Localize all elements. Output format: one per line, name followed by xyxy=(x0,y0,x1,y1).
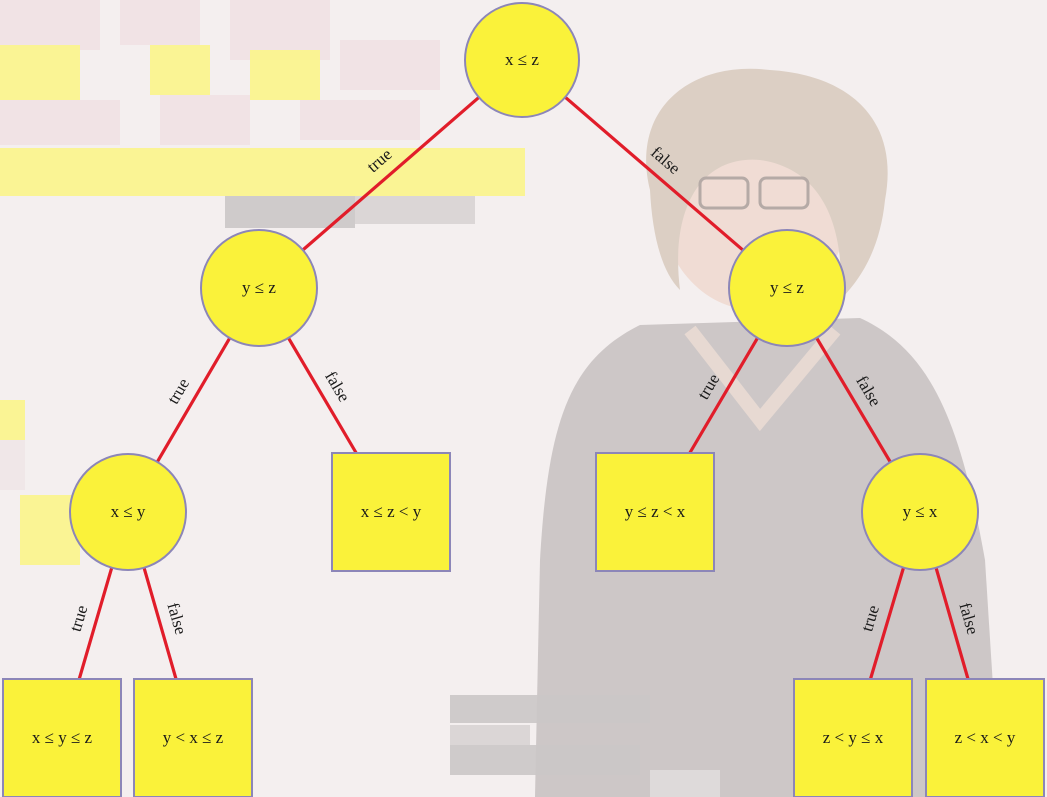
pixel-block-13 xyxy=(0,400,25,440)
node-label: y ≤ z < x xyxy=(625,502,686,521)
node-label: x ≤ z < y xyxy=(361,502,422,521)
pixel-block-18 xyxy=(450,745,640,775)
leaf-node-box xyxy=(793,678,913,797)
edge-n7-n10 xyxy=(868,567,906,680)
pixel-block-19 xyxy=(650,770,720,797)
edge-n1-n2 xyxy=(301,96,480,252)
decision-node-circle xyxy=(69,453,187,571)
decision-node-circle xyxy=(464,2,580,118)
edge-n4-n8 xyxy=(77,567,114,680)
leaf-node-n5: x ≤ z < y xyxy=(331,452,451,572)
pixel-block-12 xyxy=(355,196,475,224)
presenter-hair xyxy=(646,68,888,301)
node-label: x ≤ y xyxy=(111,502,146,521)
leaf-node-n8: x ≤ y ≤ z xyxy=(2,678,122,797)
pixel-block-16 xyxy=(450,695,650,723)
decision-node-circle xyxy=(200,229,318,347)
pixel-block-17 xyxy=(450,725,530,745)
pixel-block-7 xyxy=(0,100,120,145)
leaf-node-box xyxy=(2,678,122,797)
decision-node-n1: x ≤ z xyxy=(464,2,580,118)
leaf-node-n6: y ≤ z < x xyxy=(595,452,715,572)
leaf-node-n10: z < y ≤ x xyxy=(793,678,913,797)
node-label: y < x ≤ z xyxy=(163,728,224,747)
node-label: y ≤ x xyxy=(903,502,938,521)
leaf-node-box xyxy=(925,678,1045,797)
edge-n3-n7 xyxy=(815,337,892,463)
leaf-node-n9: y < x ≤ z xyxy=(133,678,253,797)
leaf-node-box xyxy=(331,452,451,572)
pixel-block-1 xyxy=(120,0,200,45)
decision-node-circle xyxy=(861,453,979,571)
presenter-neck xyxy=(684,325,841,432)
edge-n4-n9 xyxy=(142,567,178,680)
node-label: z < y ≤ x xyxy=(823,728,884,747)
pixel-block-3 xyxy=(0,45,80,100)
edge-n3-n6 xyxy=(688,337,759,454)
node-label: x ≤ z xyxy=(505,50,539,69)
pixel-block-8 xyxy=(160,95,250,145)
pixel-block-9 xyxy=(300,100,420,140)
edge-n2-n5 xyxy=(287,337,358,454)
pixel-block-5 xyxy=(250,50,320,100)
leaf-node-n11: z < x < y xyxy=(925,678,1045,797)
leaf-node-box xyxy=(595,452,715,572)
edge-n1-n3 xyxy=(564,95,745,252)
pixel-block-6 xyxy=(340,40,440,90)
decision-node-n3: y ≤ z xyxy=(728,229,846,347)
glasses-left-icon xyxy=(698,176,750,210)
pixel-block-0 xyxy=(0,0,100,50)
pixel-block-4 xyxy=(150,45,210,95)
pixel-block-14 xyxy=(0,440,25,490)
decision-node-n4: x ≤ y xyxy=(69,453,187,571)
glasses-right-icon xyxy=(758,176,810,210)
node-label: y ≤ z xyxy=(242,278,276,297)
decision-node-circle xyxy=(728,229,846,347)
pixel-block-10 xyxy=(0,148,525,196)
node-label: y ≤ z xyxy=(770,278,804,297)
tree-edges xyxy=(77,95,970,680)
presenter-shirt xyxy=(535,318,1000,797)
decision-node-n2: y ≤ z xyxy=(200,229,318,347)
edge-n7-n11 xyxy=(934,567,970,680)
leaf-node-box xyxy=(133,678,253,797)
decision-node-n7: y ≤ x xyxy=(861,453,979,571)
node-label: x ≤ y ≤ z xyxy=(32,728,93,747)
node-label: z < x < y xyxy=(955,728,1016,747)
edge-n2-n4 xyxy=(155,337,232,463)
